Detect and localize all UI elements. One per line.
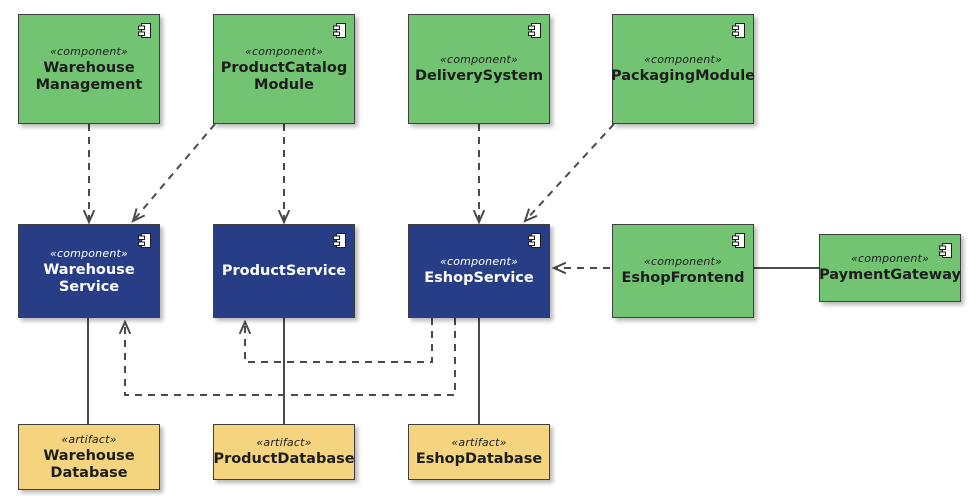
- edge-delivery-system-to-eshop-service: [472, 124, 486, 225]
- edge-packaging-module-to-eshop-service: [523, 123, 615, 223]
- stereotype-label: «component»: [244, 44, 323, 58]
- node-delivery-system[interactable]: «component» DeliverySystem: [408, 14, 550, 124]
- node-eshop-service[interactable]: «component» EshopService: [408, 224, 550, 318]
- component-icon: [528, 233, 541, 248]
- edge-product-catalog-module-to-product-service: [277, 124, 291, 225]
- stereotype-label: «component»: [643, 53, 722, 66]
- arrowhead: [277, 209, 291, 225]
- node-name-label: PaymentGateway: [819, 267, 961, 283]
- component-icon: [732, 23, 745, 38]
- node-name-label: Warehouse Management: [35, 59, 143, 93]
- edge-product-catalog-module-to-warehouse-service: [131, 123, 216, 223]
- node-warehouse-database[interactable]: «artifact»Warehouse Database: [18, 424, 160, 490]
- node-name-label: Warehouse Service: [43, 261, 135, 295]
- node-name-label: PackagingModule: [611, 68, 755, 84]
- component-icon: [333, 233, 346, 248]
- stereotype-label: «component»: [643, 255, 722, 268]
- node-name-label: ProductDatabase: [213, 451, 355, 467]
- node-product-database[interactable]: «artifact» ProductDatabase: [213, 424, 355, 480]
- node-product-service[interactable]: ProductService: [213, 224, 355, 318]
- edge-warehouse-management-to-warehouse-service: [82, 124, 96, 225]
- arrowhead: [523, 208, 538, 223]
- node-name-label: EshopDatabase: [415, 451, 543, 467]
- node-eshop-database[interactable]: «artifact» EshopDatabase: [408, 424, 550, 480]
- edge-eshop-frontend-to-eshop-service: [551, 261, 610, 275]
- node-name-label: DeliverySystem: [414, 68, 544, 84]
- arrowhead: [131, 208, 146, 223]
- edge-eshop-service-to-warehouse-service: [118, 318, 456, 396]
- node-eshop-frontend[interactable]: «component» EshopFrontend: [612, 224, 754, 318]
- node-name-label: EshopService: [424, 270, 534, 286]
- arrowhead: [118, 319, 132, 335]
- stereotype-label: «artifact»: [61, 432, 117, 446]
- stereotype-label: «artifact»: [451, 436, 507, 449]
- component-icon: [333, 23, 346, 38]
- node-product-catalog-module[interactable]: «component»ProductCatalog Module: [213, 14, 355, 124]
- stereotype-label: «component»: [439, 255, 518, 268]
- node-name-label: EshopFrontend: [621, 270, 745, 286]
- arrowhead: [472, 209, 486, 225]
- stereotype-label: «component»: [49, 44, 128, 58]
- node-payment-gateway[interactable]: «component» PaymentGateway: [819, 234, 961, 302]
- stereotype-label: «component»: [439, 53, 518, 66]
- component-icon: [528, 23, 541, 38]
- stereotype-label: «component»: [49, 246, 128, 260]
- stereotype-label: «artifact»: [256, 436, 312, 449]
- component-icon: [138, 23, 151, 38]
- node-packaging-module[interactable]: «component» PackagingModule: [611, 14, 755, 124]
- component-icon: [939, 243, 952, 258]
- component-icon: [732, 233, 745, 248]
- component-icon: [138, 233, 151, 248]
- node-warehouse-management[interactable]: «component»Warehouse Management: [18, 14, 160, 124]
- node-warehouse-service[interactable]: «component»Warehouse Service: [18, 224, 160, 318]
- arrowhead: [82, 209, 96, 225]
- node-name-label: ProductCatalog Module: [220, 59, 348, 93]
- arrowhead: [551, 261, 567, 275]
- arrowhead: [238, 319, 252, 335]
- stereotype-label: «component»: [850, 252, 929, 265]
- node-name-label: Warehouse Database: [43, 447, 135, 481]
- edge-eshop-service-to-product-service: [238, 318, 433, 363]
- node-name-label: ProductService: [221, 262, 347, 279]
